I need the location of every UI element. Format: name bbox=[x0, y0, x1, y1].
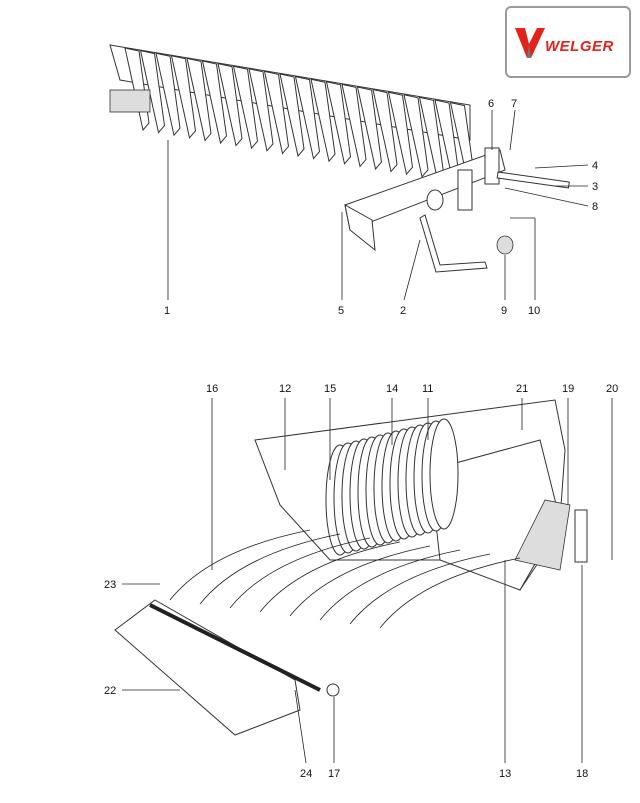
brand-name: WELGER bbox=[545, 38, 614, 55]
pickup-housing bbox=[254, 399, 588, 591]
drive-bracket bbox=[344, 147, 570, 273]
tine bbox=[263, 70, 290, 155]
tine bbox=[155, 52, 181, 137]
tine bbox=[310, 78, 336, 163]
guide-tine bbox=[349, 553, 491, 625]
part-label-5: 5 bbox=[338, 305, 344, 317]
part-label-15: 15 bbox=[324, 383, 336, 395]
guide-tine bbox=[259, 541, 401, 613]
tine bbox=[372, 88, 398, 173]
guide-tine bbox=[289, 545, 431, 617]
part-label-19: 19 bbox=[562, 383, 574, 395]
part-label-9: 9 bbox=[501, 305, 507, 317]
tine bbox=[325, 81, 352, 165]
part-label-12: 12 bbox=[279, 383, 291, 395]
part-label-7: 7 bbox=[511, 98, 517, 110]
tine bbox=[201, 60, 228, 145]
tine bbox=[186, 57, 212, 142]
leader-lines bbox=[122, 109, 613, 764]
part-label-22: 22 bbox=[104, 685, 116, 697]
part-label-2: 2 bbox=[400, 305, 406, 317]
part-label-6: 6 bbox=[488, 98, 494, 110]
tine bbox=[248, 68, 274, 152]
tine bbox=[279, 73, 305, 158]
tine-row bbox=[109, 44, 476, 186]
part-label-14: 14 bbox=[386, 383, 398, 395]
part-label-13: 13 bbox=[499, 768, 511, 780]
welger-v-mark-icon bbox=[515, 28, 545, 58]
tine bbox=[217, 62, 243, 147]
part-label-21: 21 bbox=[516, 383, 528, 395]
mounting-plate bbox=[109, 89, 151, 113]
part-label-23: 23 bbox=[104, 579, 116, 591]
tine bbox=[139, 49, 166, 134]
part-label-3: 3 bbox=[592, 181, 598, 193]
part-label-8: 8 bbox=[592, 201, 598, 213]
welger-logo: WELGER bbox=[505, 6, 631, 78]
part-label-16: 16 bbox=[206, 383, 218, 395]
part-label-24: 24 bbox=[300, 768, 312, 780]
part-label-10: 10 bbox=[528, 305, 540, 317]
tine bbox=[170, 55, 197, 139]
guide-tine bbox=[229, 537, 371, 609]
part-label-17: 17 bbox=[328, 768, 340, 780]
part-label-18: 18 bbox=[576, 768, 588, 780]
part-label-20: 20 bbox=[606, 383, 618, 395]
tine bbox=[232, 65, 259, 150]
tine bbox=[341, 83, 367, 168]
tine bbox=[387, 91, 414, 176]
deflector-plate bbox=[114, 599, 340, 736]
guide-tine bbox=[199, 533, 341, 605]
guide-tine bbox=[169, 529, 311, 601]
guide-tines bbox=[169, 529, 521, 629]
guide-tine bbox=[379, 557, 521, 629]
part-label-1: 1 bbox=[164, 305, 170, 317]
drum-ring bbox=[429, 418, 459, 530]
guide-tine bbox=[319, 549, 461, 621]
tine bbox=[403, 94, 429, 178]
part-label-4: 4 bbox=[592, 160, 598, 172]
tine bbox=[356, 86, 383, 171]
part-label-11: 11 bbox=[422, 383, 433, 395]
tine bbox=[294, 75, 321, 160]
